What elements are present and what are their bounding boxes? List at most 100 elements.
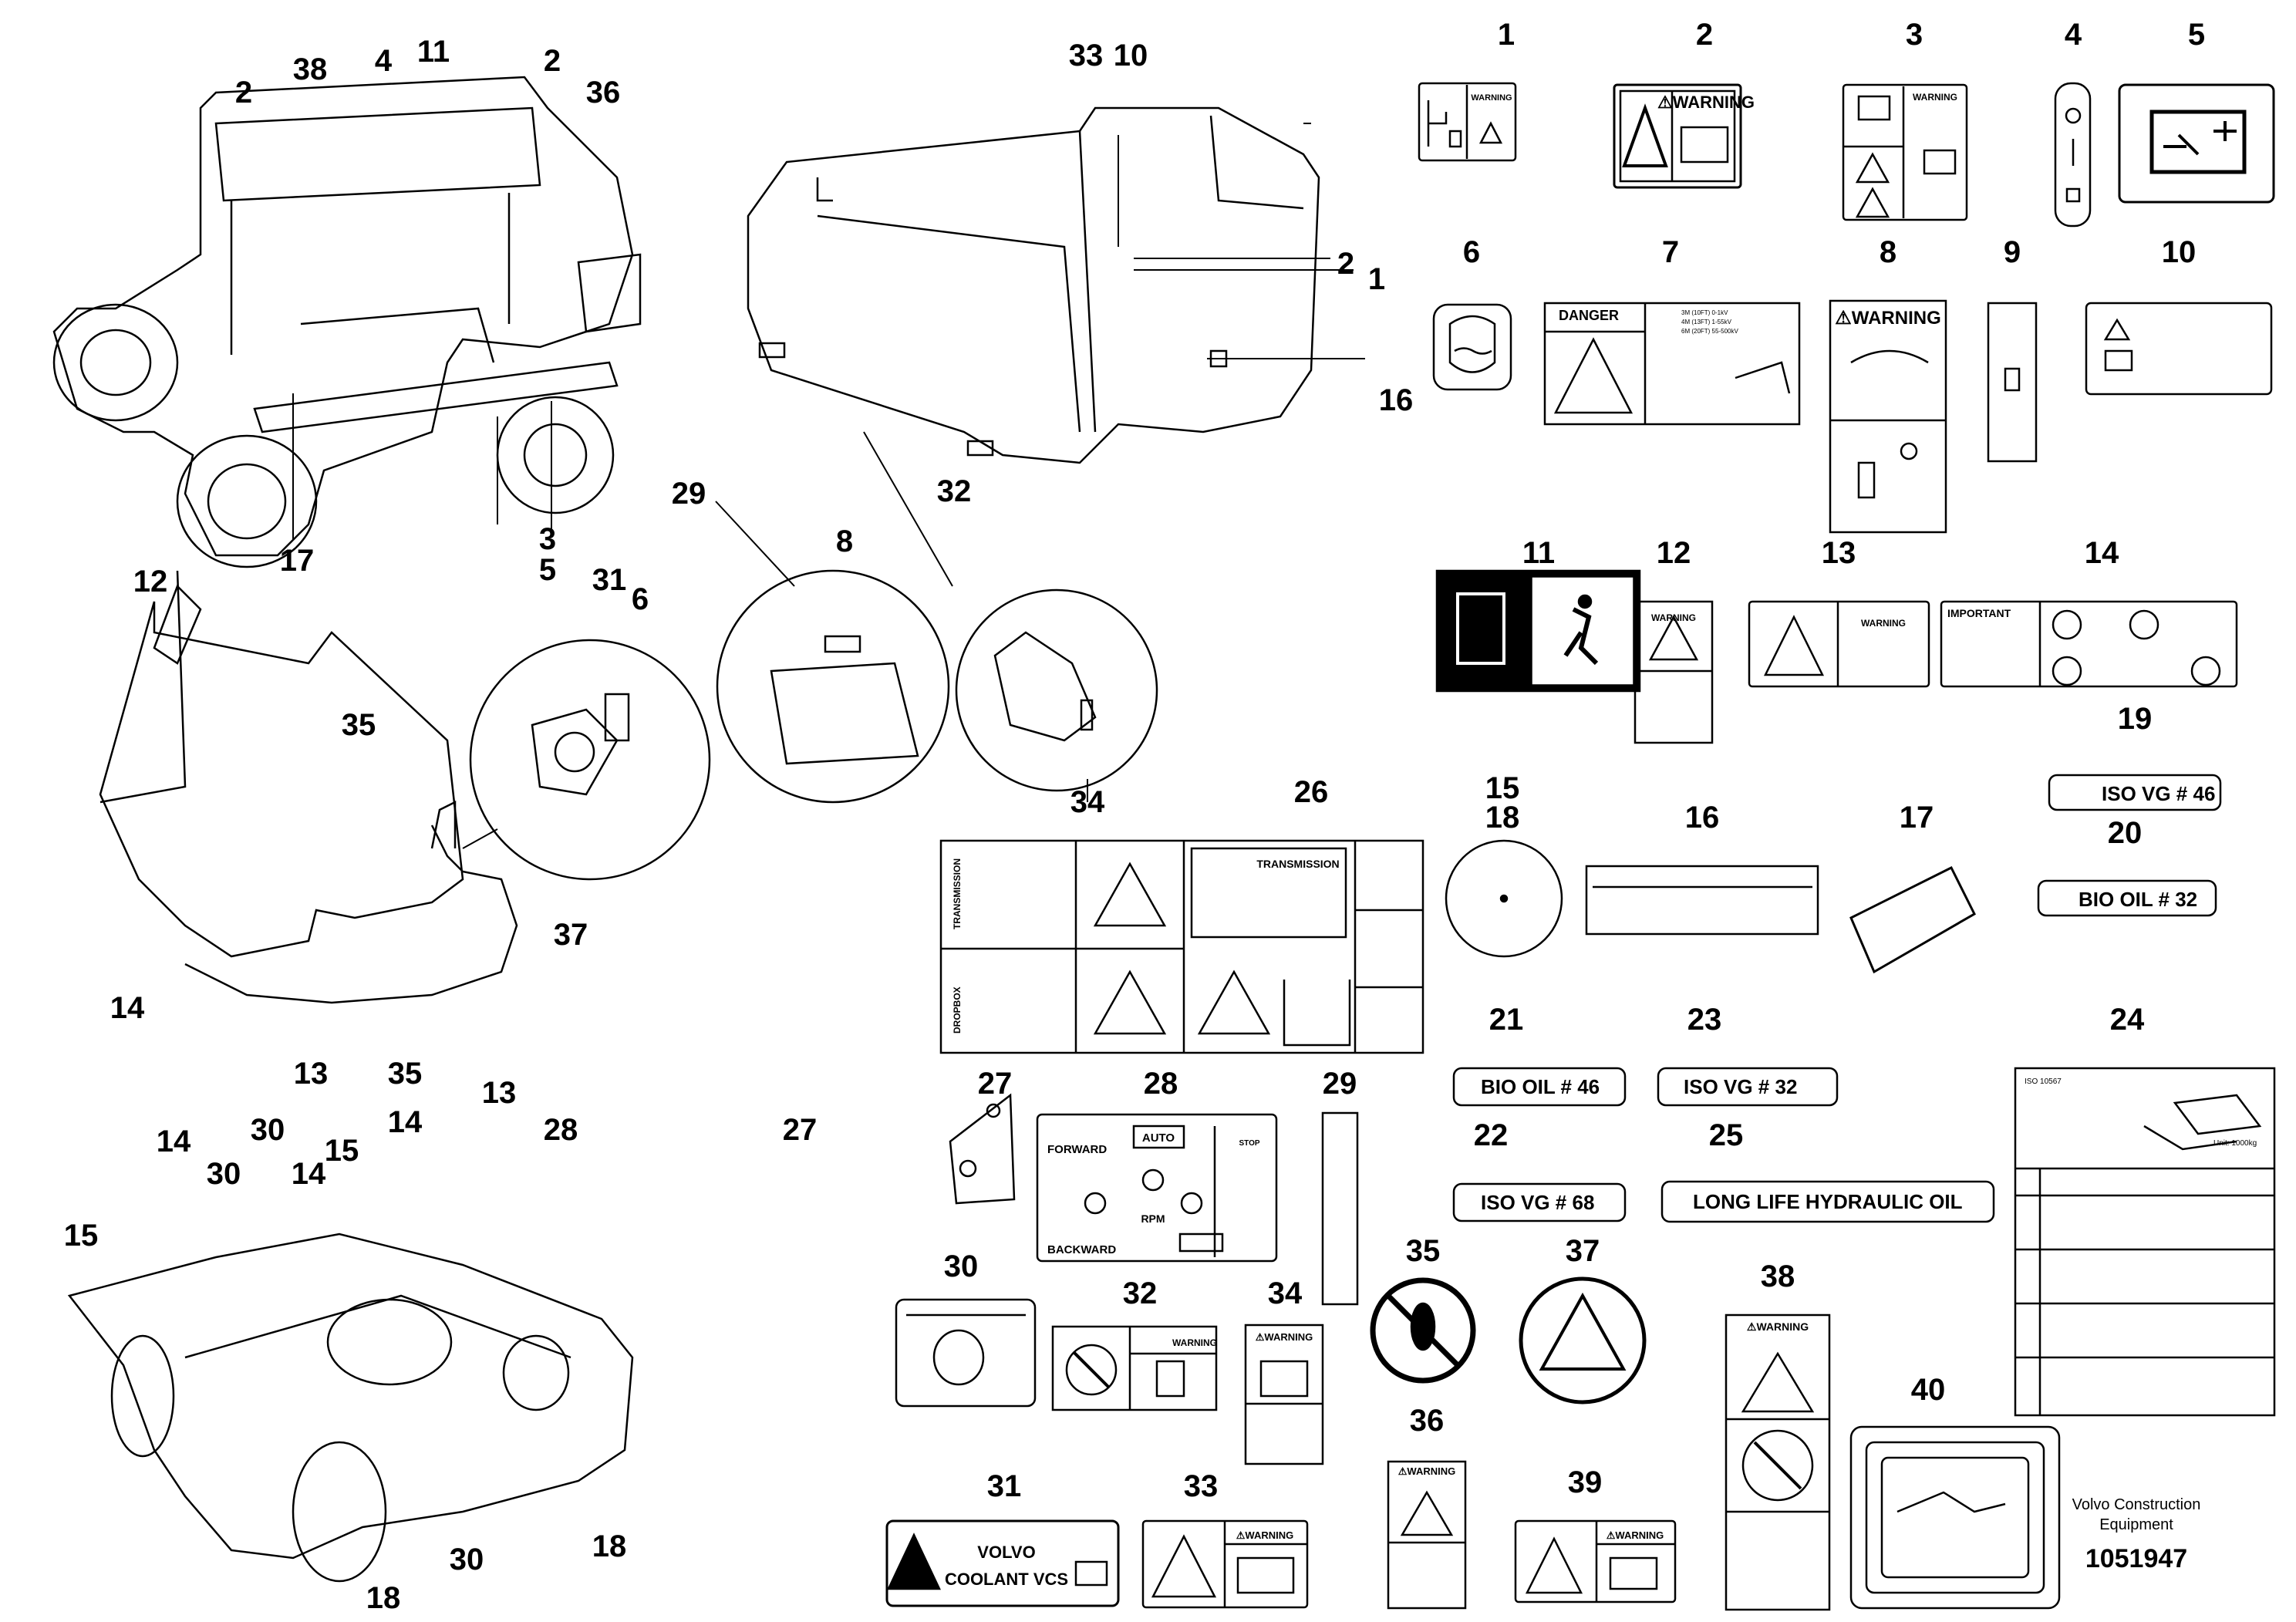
callout-5a: 5 [539, 553, 556, 587]
decal-20 [2037, 879, 2217, 917]
decal-36-warning: ⚠WARNING [1398, 1465, 1455, 1477]
decal-14-important: IMPORTANT [1947, 607, 2011, 619]
callout-37: 37 [1566, 1234, 1600, 1268]
callout-18a: 18 [592, 1529, 627, 1563]
decal-25 [1660, 1180, 1995, 1223]
decal-38 [1725, 1313, 1831, 1611]
decal-17 [1849, 865, 1976, 974]
callout-3a: 3 [539, 522, 556, 556]
decal-5 [2118, 83, 2275, 204]
callout-13: 13 [1822, 536, 1856, 570]
footer: Volvo Construction Equipment 1051947 [2044, 1495, 2229, 1574]
callout-32a: 32 [937, 474, 972, 508]
machine-rear-view [52, 76, 642, 568]
decal-23 [1657, 1067, 1839, 1107]
decal-4 [2054, 82, 2092, 228]
decal-28-backward: BACKWARD [1047, 1243, 1116, 1256]
decal-26 [939, 839, 1424, 1054]
decal-10 [2085, 302, 2273, 396]
callout-29: 29 [1323, 1067, 1357, 1101]
decal-26-transmission: TRANSMISSION [1256, 858, 1339, 870]
callout-14a: 14 [110, 991, 145, 1025]
callout-23: 23 [1687, 1003, 1722, 1037]
callout-39: 39 [1568, 1465, 1603, 1499]
decal-39-warning: ⚠WARNING [1607, 1529, 1664, 1541]
callout-10a: 10 [1114, 39, 1148, 73]
callout-3: 3 [1906, 18, 1923, 52]
detail-circle-8 [716, 569, 950, 804]
callout-11a: 11 [417, 35, 450, 69]
decal-30 [895, 1298, 1037, 1408]
detail-circle-34 [955, 588, 1158, 792]
callout-38a: 38 [293, 52, 328, 86]
decal-28-stop: STOP [1239, 1139, 1259, 1148]
decal-6 [1432, 303, 1512, 391]
callout-32: 32 [1123, 1276, 1158, 1310]
callout-5: 5 [2188, 18, 2205, 52]
decal-37 [1519, 1276, 1647, 1404]
decal-24-iso: ISO 10567 [2025, 1077, 2062, 1086]
machine-front-view [747, 106, 1320, 464]
callout-27a: 27 [783, 1113, 818, 1147]
decal-39 [1514, 1519, 1677, 1603]
decal-7-voltage-2: 4M (13FT) 1-55kV [1681, 319, 1732, 325]
figure-number: 1051947 [2085, 1544, 2188, 1573]
callout-16a: 16 [1379, 383, 1414, 417]
decal-28-auto: AUTO [1142, 1131, 1175, 1145]
callout-17: 17 [1900, 801, 1934, 835]
decal-3-warning: WARNING [1913, 92, 1957, 103]
decal-1-warning: WARNING [1471, 93, 1512, 103]
decal-28-rpm: RPM [1141, 1212, 1165, 1225]
callout-6a: 6 [632, 582, 649, 616]
callout-12a: 12 [133, 565, 168, 599]
decal-25-text: LONG LIFE HYDRAULIC OIL [1693, 1190, 1963, 1213]
callout-8a: 8 [836, 524, 853, 558]
callout-6: 6 [1463, 235, 1480, 269]
callout-38: 38 [1761, 1259, 1795, 1293]
callout-30c: 30 [450, 1543, 484, 1576]
callout-2c: 2 [1337, 247, 1354, 281]
callout-12: 12 [1657, 536, 1691, 570]
callout-20: 20 [2108, 816, 2143, 850]
decal-40 [1849, 1425, 2061, 1610]
decal-9 [1987, 302, 2038, 463]
callout-numbers: 1 2 3 4 5 6 7 8 9 10 11 12 13 14 15 18 1… [64, 18, 2205, 1615]
decal-20-text: BIO OIL # 32 [2079, 888, 2197, 911]
callout-28: 28 [1144, 1067, 1178, 1101]
callout-2a: 2 [235, 76, 252, 110]
decal-36 [1387, 1460, 1467, 1610]
callout-9: 9 [2004, 235, 2021, 269]
decal-21-text: BIO OIL # 46 [1481, 1075, 1600, 1098]
detail-circle-31 [469, 639, 711, 881]
callout-34a: 34 [1070, 785, 1105, 819]
callout-37a: 37 [554, 918, 588, 952]
decal-26-dropbox: DROPBOX [952, 986, 963, 1034]
decal-11 [1435, 569, 1641, 693]
callout-21: 21 [1489, 1003, 1524, 1037]
callout-34: 34 [1268, 1276, 1303, 1310]
decal-35 [1370, 1277, 1476, 1384]
callout-8: 8 [1880, 235, 1896, 269]
decal-28-forward: FORWARD [1047, 1143, 1107, 1156]
decal-7-voltage-1: 3M (10FT) 0-1kV [1681, 309, 1728, 316]
callout-13a: 13 [294, 1057, 329, 1091]
callout-14d: 14 [292, 1157, 326, 1191]
callout-29a: 29 [672, 477, 706, 511]
callout-30a: 30 [251, 1113, 285, 1147]
callout-15b: 15 [64, 1219, 99, 1253]
callout-35b: 35 [388, 1057, 423, 1091]
decal-24-unit: Unit: 1000kg [2213, 1139, 2257, 1148]
callout-24: 24 [2110, 1003, 2145, 1037]
decal-33 [1141, 1519, 1309, 1609]
decal-16 [1585, 865, 1819, 936]
decal-2 [1613, 83, 1742, 189]
decal-8-warning: ⚠WARNING [1835, 308, 1941, 329]
callout-25: 25 [1709, 1118, 1744, 1152]
decal-32-warning: WARNING [1172, 1337, 1217, 1348]
decal-texts: WARNING ⚠WARNING WARNING DANGER 3M (10FT… [945, 92, 2257, 1589]
callout-7: 7 [1662, 235, 1679, 269]
decal-1 [1418, 82, 1517, 162]
callout-2b: 2 [544, 44, 561, 78]
decal-27 [949, 1093, 1016, 1205]
